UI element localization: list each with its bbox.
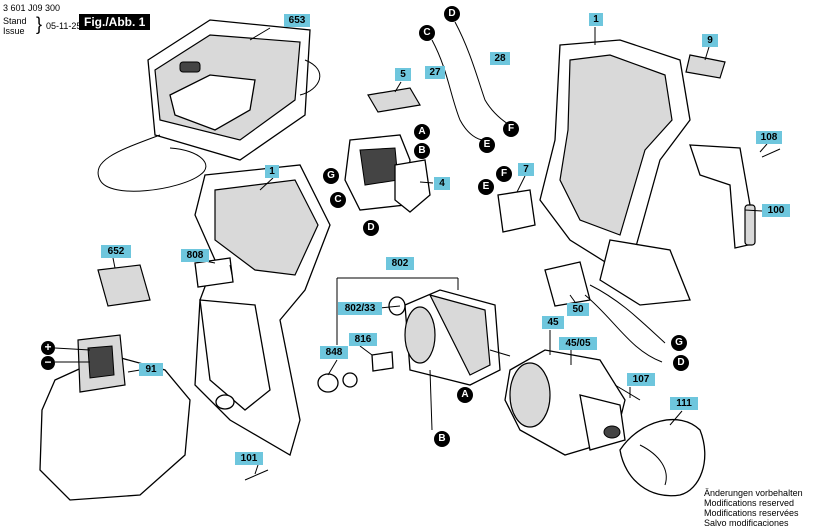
part-label-816[interactable]: 816 <box>349 333 377 346</box>
notice-line-fr: Modifications reservées <box>704 508 799 518</box>
figure-label: Fig./Abb. 1 <box>79 14 151 30</box>
motor-drawing <box>404 289 511 386</box>
part-label-9[interactable]: 9 <box>702 34 718 47</box>
part-label-91[interactable]: 91 <box>139 363 163 376</box>
notice-line-es: Salvo modificaciones <box>704 518 789 528</box>
connector-marker-d-top[interactable]: D <box>444 6 460 22</box>
part-label-107[interactable]: 107 <box>627 373 655 386</box>
connector-marker-f-top[interactable]: F <box>503 121 519 137</box>
connector-marker-d-right[interactable]: D <box>673 355 689 371</box>
connector-marker-b-motor[interactable]: B <box>434 431 450 447</box>
connector-marker-c-top[interactable]: C <box>419 25 435 41</box>
connector-marker-f-mid[interactable]: F <box>496 166 512 182</box>
part-label-108[interactable]: 108 <box>756 131 782 144</box>
connector-marker-g-switch[interactable]: G <box>323 168 339 184</box>
part-label-28[interactable]: 28 <box>490 52 510 65</box>
connector-marker-c-switch[interactable]: C <box>330 192 346 208</box>
notice-line-de: Änderungen vorbehalten <box>704 488 803 498</box>
part-label-808[interactable]: 808 <box>181 249 209 262</box>
part-label-50[interactable]: 50 <box>567 303 589 316</box>
part-label-100[interactable]: 100 <box>762 204 790 217</box>
housing-left-drawing <box>194 164 331 456</box>
stand-label: Stand <box>3 16 27 26</box>
brace-glyph: } <box>36 14 43 34</box>
part-label-101[interactable]: 101 <box>235 452 263 465</box>
leader-lines <box>54 27 768 475</box>
connector-marker-e-mid[interactable]: E <box>478 179 494 195</box>
minus-terminal-marker: − <box>41 356 55 370</box>
part-label-802[interactable]: 802 <box>386 257 414 270</box>
part-label-45-05[interactable]: 45/05 <box>559 337 597 350</box>
part-label-111[interactable]: 111 <box>670 397 698 410</box>
modifications-notice: Änderungen vorbehalten Modifications res… <box>704 488 803 528</box>
issue-label: Issue <box>3 26 25 36</box>
housing-right-drawing <box>539 39 726 306</box>
connector-marker-e-top[interactable]: E <box>479 137 495 153</box>
connector-marker-a-switch[interactable]: A <box>414 124 430 140</box>
battery-pack-drawing <box>39 334 191 501</box>
notice-line-en: Modifications reserved <box>704 498 795 508</box>
part-label-45[interactable]: 45 <box>542 316 564 329</box>
connector-marker-b-switch[interactable]: B <box>414 143 430 159</box>
document-number: 3 601 J09 300 <box>3 3 61 13</box>
part-label-802-33[interactable]: 802/33 <box>338 302 382 315</box>
part-label-27[interactable]: 27 <box>425 66 445 79</box>
part-label-653[interactable]: 653 <box>284 14 310 27</box>
issue-date: 05-11-25 <box>46 21 82 31</box>
plus-terminal-marker: + <box>41 341 55 355</box>
part-label-7[interactable]: 7 <box>518 163 534 176</box>
part-label-4[interactable]: 4 <box>434 177 450 190</box>
part-label-848[interactable]: 848 <box>320 346 348 359</box>
connector-marker-a-motor[interactable]: A <box>457 387 473 403</box>
part-label-5[interactable]: 5 <box>395 68 411 81</box>
rubber-boot-drawing <box>619 418 706 497</box>
part-label-1-left[interactable]: 1 <box>265 165 279 178</box>
gear-housing-drawing <box>504 349 626 456</box>
part-label-1-top[interactable]: 1 <box>589 13 603 26</box>
part-label-652[interactable]: 652 <box>101 245 131 258</box>
belt-clip-drawing <box>689 144 756 249</box>
connector-marker-d-switch[interactable]: D <box>363 220 379 236</box>
charger-drawing <box>97 19 321 192</box>
connector-marker-g-right[interactable]: G <box>671 335 687 351</box>
